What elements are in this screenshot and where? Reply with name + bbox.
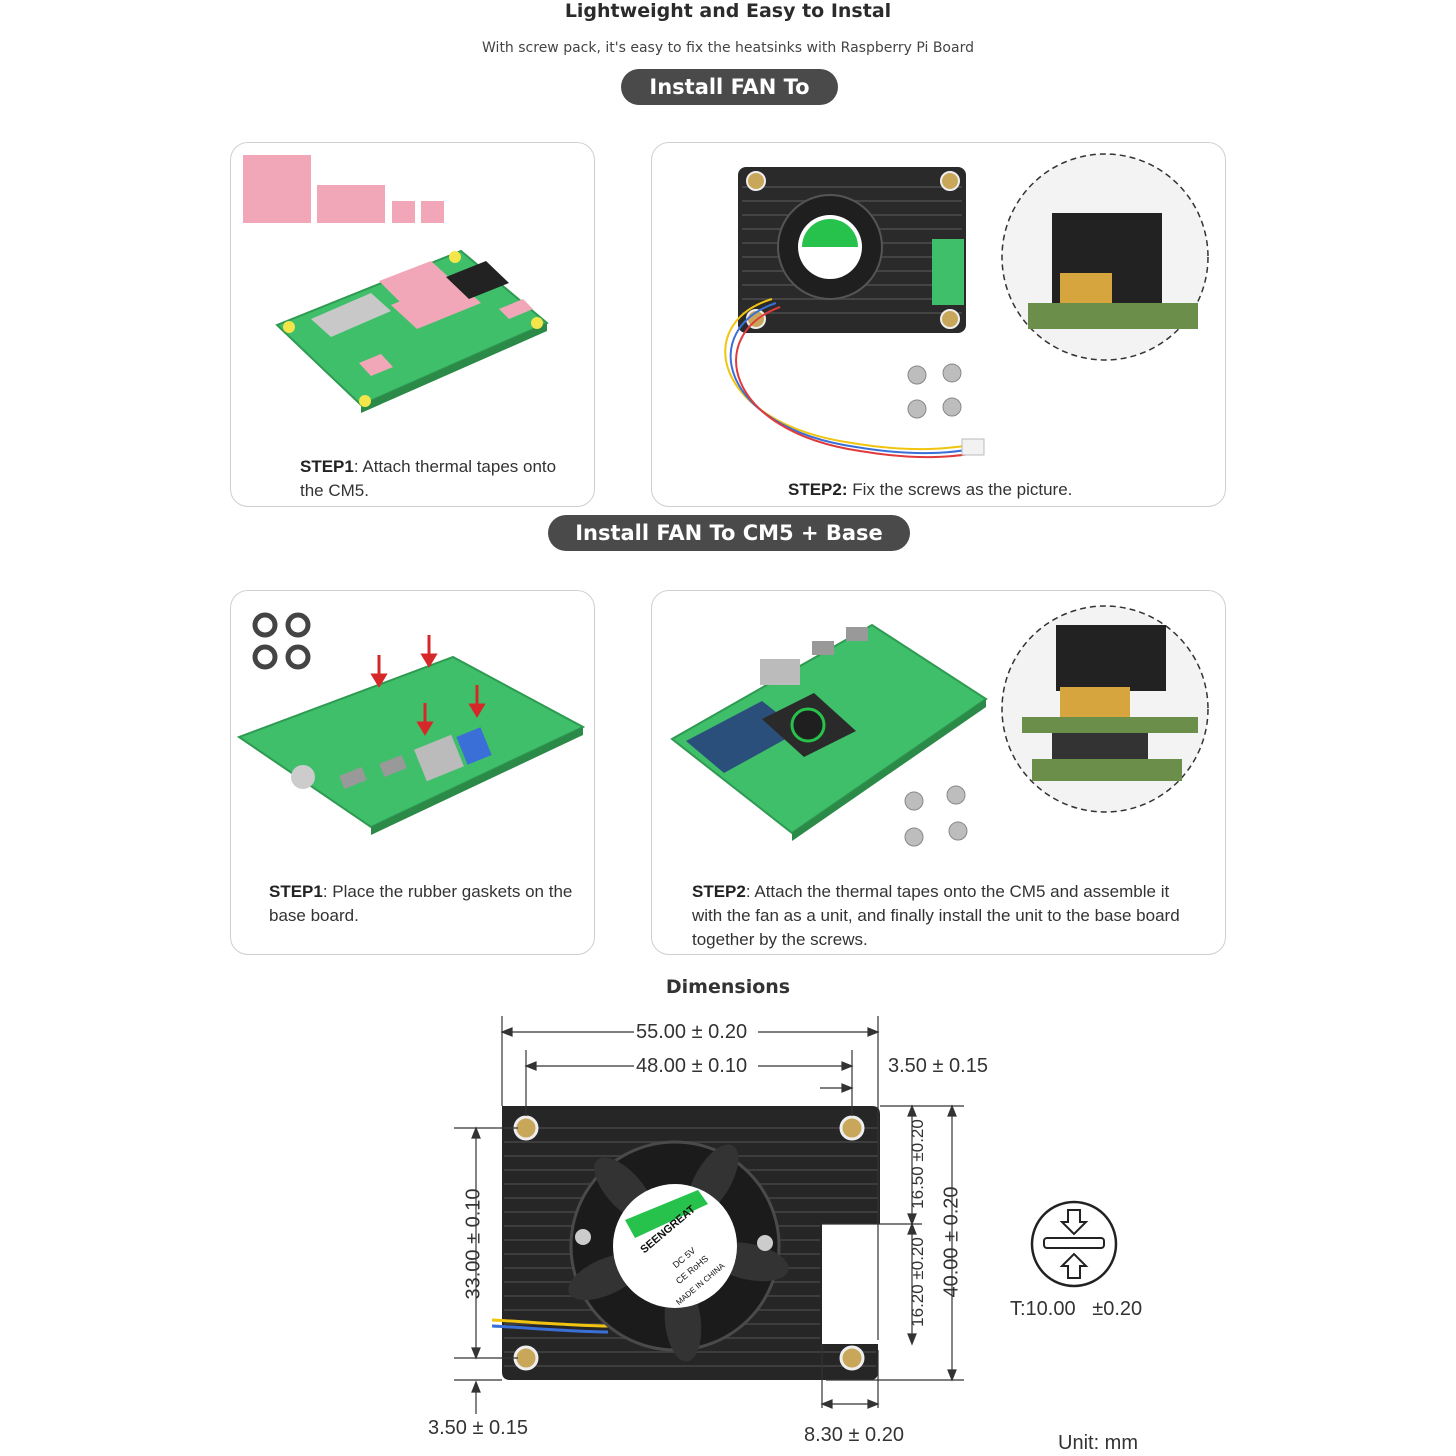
dim-width-holes: 48.00 ± 0.10 (636, 1055, 748, 1077)
fan-top-view: SEENGREAT DC 5V CE RoHS MADE IN CHINA (568, 1140, 789, 1362)
mount-hole-bottom-right (839, 1345, 865, 1371)
dim-hole-offset-right: 3.50 ± 0.15 (888, 1055, 988, 1077)
fan-heatsink-with-screws-illustration (724, 153, 1209, 459)
dimension-lines (454, 1016, 964, 1414)
rubber-gaskets (252, 612, 311, 670)
dim-height-total: 40.00 ± 0.20 (940, 1186, 963, 1298)
section2-step1-text: STEP1: Place the rubber gaskets on the b… (269, 880, 579, 928)
screw-pack (907, 363, 962, 419)
thickness-icon (1030, 1200, 1118, 1288)
fan-cable-blue (729, 302, 983, 455)
cm5-with-thermal-pads-illustration (243, 155, 549, 413)
dim-thickness: T:10.00 ±0.20 (1010, 1298, 1143, 1320)
base-board-with-gaskets-illustration (236, 612, 586, 835)
assembled-base-board (670, 623, 988, 841)
install-arrows (370, 635, 486, 736)
fan-connector (961, 438, 985, 456)
section2-step1-card: STEP1: Place the rubber gaskets on the b… (230, 590, 595, 955)
fan-cable-yellow (724, 298, 983, 451)
mount-hole-top-left (513, 1115, 539, 1141)
step-label: STEP2 (692, 882, 746, 901)
base-board (236, 655, 586, 835)
section1-step1-text: STEP1: Attach thermal tapes onto the CM5… (300, 455, 570, 503)
step-description: : Attach thermal tapes onto the CM5. (300, 457, 557, 500)
step-description: : Place the rubber gaskets on the base b… (269, 882, 573, 925)
dim-hole-offset-bottom: 3.50 ± 0.15 (428, 1417, 528, 1439)
step-label: STEP2: (788, 480, 848, 499)
section2-step2-text: STEP2: Attach the thermal tapes onto the… (692, 880, 1197, 952)
section1-step1-card: STEP1: Attach thermal tapes onto the CM5… (230, 142, 595, 507)
fan-cable-red (735, 306, 983, 459)
thermal-pad-large (243, 155, 311, 223)
dimension-drawing: SEENGREAT DC 5V CE RoHS MADE IN CHINA (454, 1016, 964, 1414)
screw-pack (904, 785, 968, 847)
section1-banner: Install FAN To CM5 (621, 69, 838, 135)
thermal-pad-small-2 (421, 201, 444, 223)
zoom-detail-circle (1001, 153, 1209, 361)
step-label: STEP1 (269, 882, 323, 901)
mount-hole-bottom-left (513, 1345, 539, 1371)
page-subtitle: With screw pack, it's easy to fix the he… (482, 40, 974, 56)
dim-height-upper: 16.50 ±0.20 (908, 1119, 927, 1209)
mount-hole-top-right (839, 1115, 865, 1141)
dim-height-holes: 33.00 ± 0.10 (462, 1188, 485, 1300)
thermal-pad-small-1 (392, 201, 415, 223)
section2-banner: Install FAN To CM5 + Base Board (548, 515, 910, 581)
fan (777, 194, 883, 300)
dim-height-lower: 16.20 ±0.20 (908, 1237, 927, 1327)
zoom-detail-circle (1001, 605, 1209, 813)
page-title: Lightweight and Easy to Instal (564, 0, 892, 22)
dim-unit: Unit: mm (1058, 1432, 1138, 1454)
dim-width-total: 55.00 ± 0.20 (636, 1021, 748, 1043)
section2-step2-card: STEP2: Attach the thermal tapes onto the… (651, 590, 1226, 955)
section1-step2-card: STEP2: Fix the screws as the picture. (651, 142, 1226, 507)
step-description: Fix the screws as the picture. (847, 480, 1073, 499)
step-description: : Attach the thermal tapes onto the CM5 … (692, 882, 1180, 949)
dim-notch-width: 8.30 ± 0.20 (804, 1424, 904, 1446)
step-label: STEP1 (300, 457, 354, 476)
section1-step2-text: STEP2: Fix the screws as the picture. (788, 478, 1208, 502)
dimensions-title: Dimensions (665, 976, 791, 998)
thermal-pad-medium (317, 185, 385, 223)
assembled-unit-illustration (670, 605, 1209, 847)
cm5-board (275, 249, 549, 413)
